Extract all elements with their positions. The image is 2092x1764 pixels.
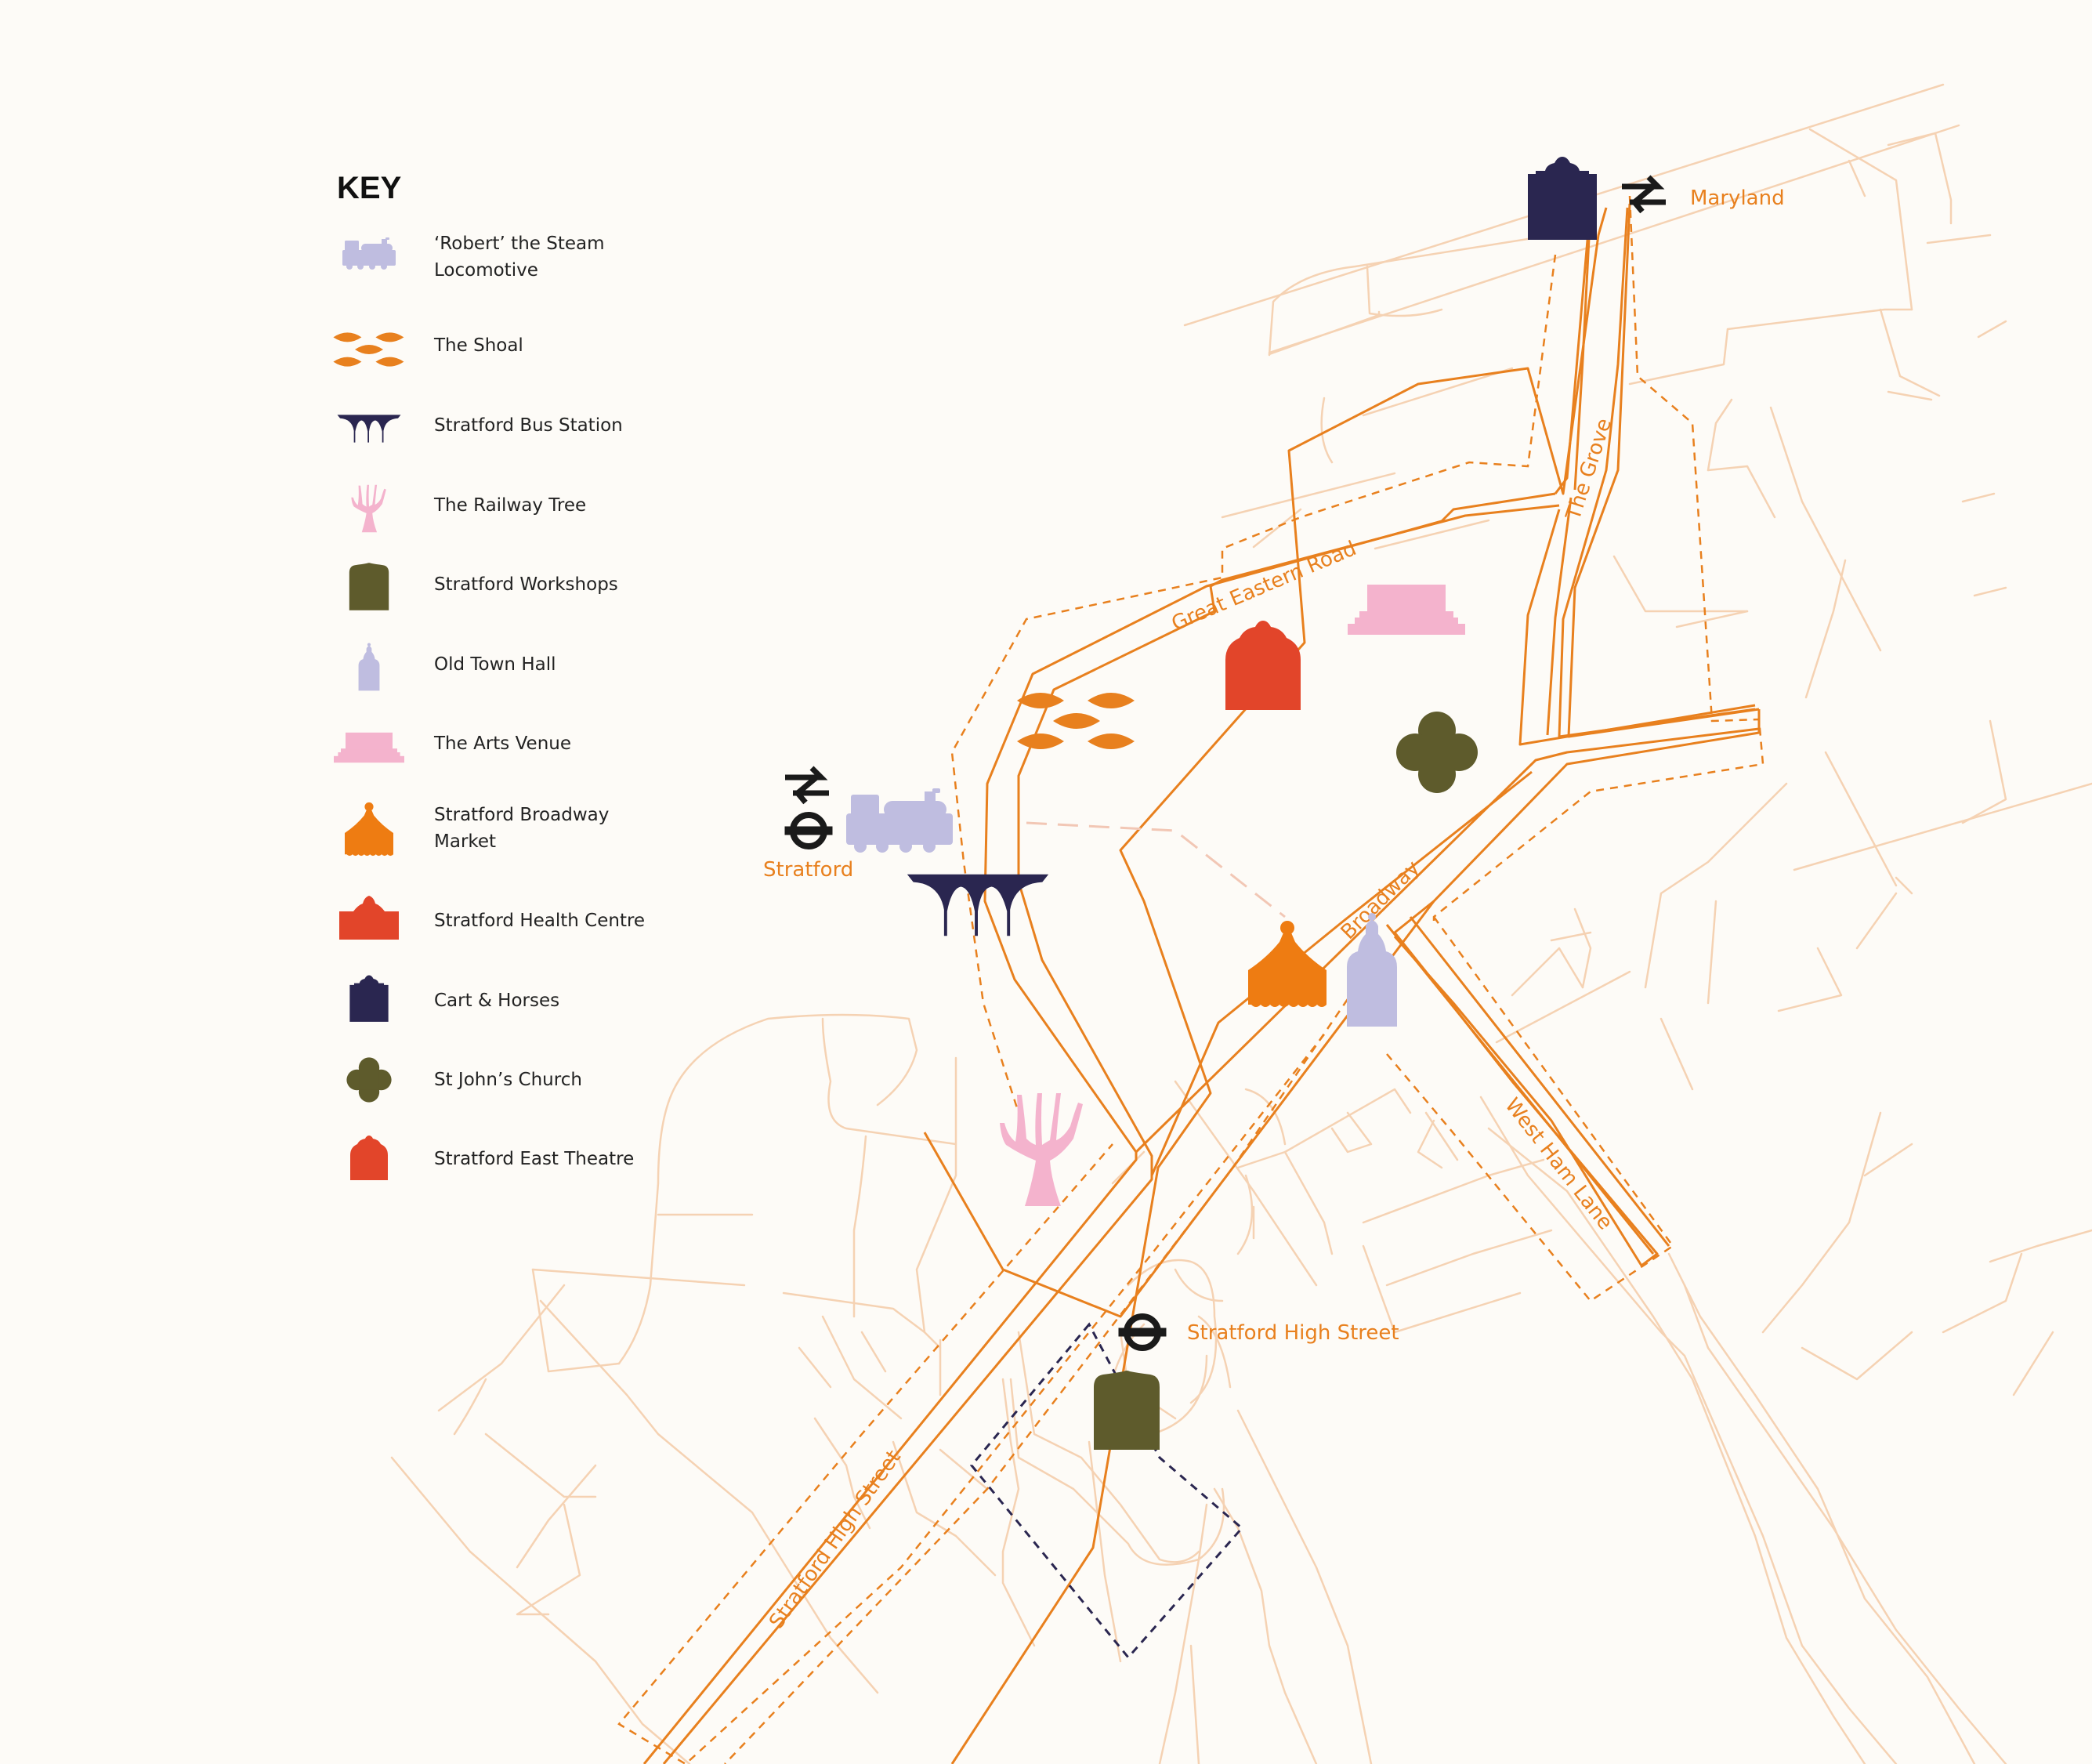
station-label-stratford-high-street: Stratford High Street [1187,1321,1399,1345]
workshops-icon [349,563,389,610]
railway-tree-marker[interactable] [1000,1093,1083,1206]
arts-venue-icon [334,732,404,763]
theatre-icon [350,1136,388,1180]
key-item-label: Old Town Hall [434,654,556,675]
key-item-label: Cart & Horses [434,991,559,1011]
key-item-label: Stratford East Theatre [434,1149,634,1169]
station-label-stratford: Stratford [763,858,853,882]
key-item-label: The Railway Tree [433,495,586,516]
bus-station-marker[interactable] [907,874,1049,936]
national-rail-icon [785,768,829,802]
dlr-roundel-icon [1119,1317,1166,1348]
main-roads [923,207,1761,1764]
street-label-west-ham-lane: West Ham Lane [1500,1094,1616,1234]
station-label-maryland: Maryland [1690,187,1785,210]
key-item-label: The Arts Venue [433,733,571,754]
church-quatrefoil-icon [346,1057,392,1103]
shoal-icon [333,332,404,367]
pub-icon [349,975,389,1022]
underground-roundel-icon [785,815,832,846]
key-item: Stratford East Theatre [350,1136,634,1180]
the-shoal-marker[interactable] [1017,693,1135,749]
key-title: KEY [337,171,402,205]
market-tent-icon [345,802,393,857]
key-item: Old Town Hall [358,643,556,691]
key-item: Cart & Horses [349,975,559,1022]
key-item: St John’s Church [346,1057,582,1103]
key-item: Stratford Health Centre [339,896,645,940]
key-item: The Railway Tree [351,484,586,533]
steam-locomotive-icon [342,237,396,270]
station-stratford[interactable]: Stratford [763,768,853,882]
key-item: Stratford Bus Station [337,415,623,443]
walking-path [1026,821,1286,918]
station-maryland[interactable]: Maryland [1622,177,1785,212]
station-stratford-high-street[interactable]: Stratford High Street [1119,1317,1399,1348]
key-item: Stratford Workshops [349,563,618,610]
stratford-east-theatre-marker[interactable] [1225,621,1301,710]
broadway-market-marker[interactable] [1248,921,1327,1007]
steam-locomotive-marker[interactable] [846,788,953,853]
railway-tree-icon [351,484,386,533]
street-labels: The Grove Great Eastern Road Broadway We… [765,415,1617,1633]
key-item-label: Stratford Workshops [434,574,618,595]
stratford-workshops-marker[interactable] [1094,1371,1160,1450]
dashed-routes [617,195,1764,1764]
health-centre-icon [339,896,399,940]
minor-road-network [390,83,2092,1764]
st-johns-church-marker[interactable] [1396,712,1478,793]
key-item-label: The Shoal [433,335,523,356]
key-item-label: Stratford Health Centre [434,911,645,931]
key-item-label: St John’s Church [434,1070,582,1090]
landmarks [846,157,1597,1450]
arts-venue-marker[interactable] [1348,585,1465,635]
street-label-the-grove: The Grove [1562,415,1616,523]
key-item: The Shoal [333,332,523,367]
street-label-stratford-high-street: Stratford High Street [765,1446,906,1633]
bus-station-icon [337,415,401,443]
old-town-hall-icon [358,643,380,691]
key-item: The Arts Venue [334,732,571,763]
key-item-label: Stratford Bus Station [434,415,623,436]
cart-and-horses-marker[interactable] [1528,157,1597,240]
